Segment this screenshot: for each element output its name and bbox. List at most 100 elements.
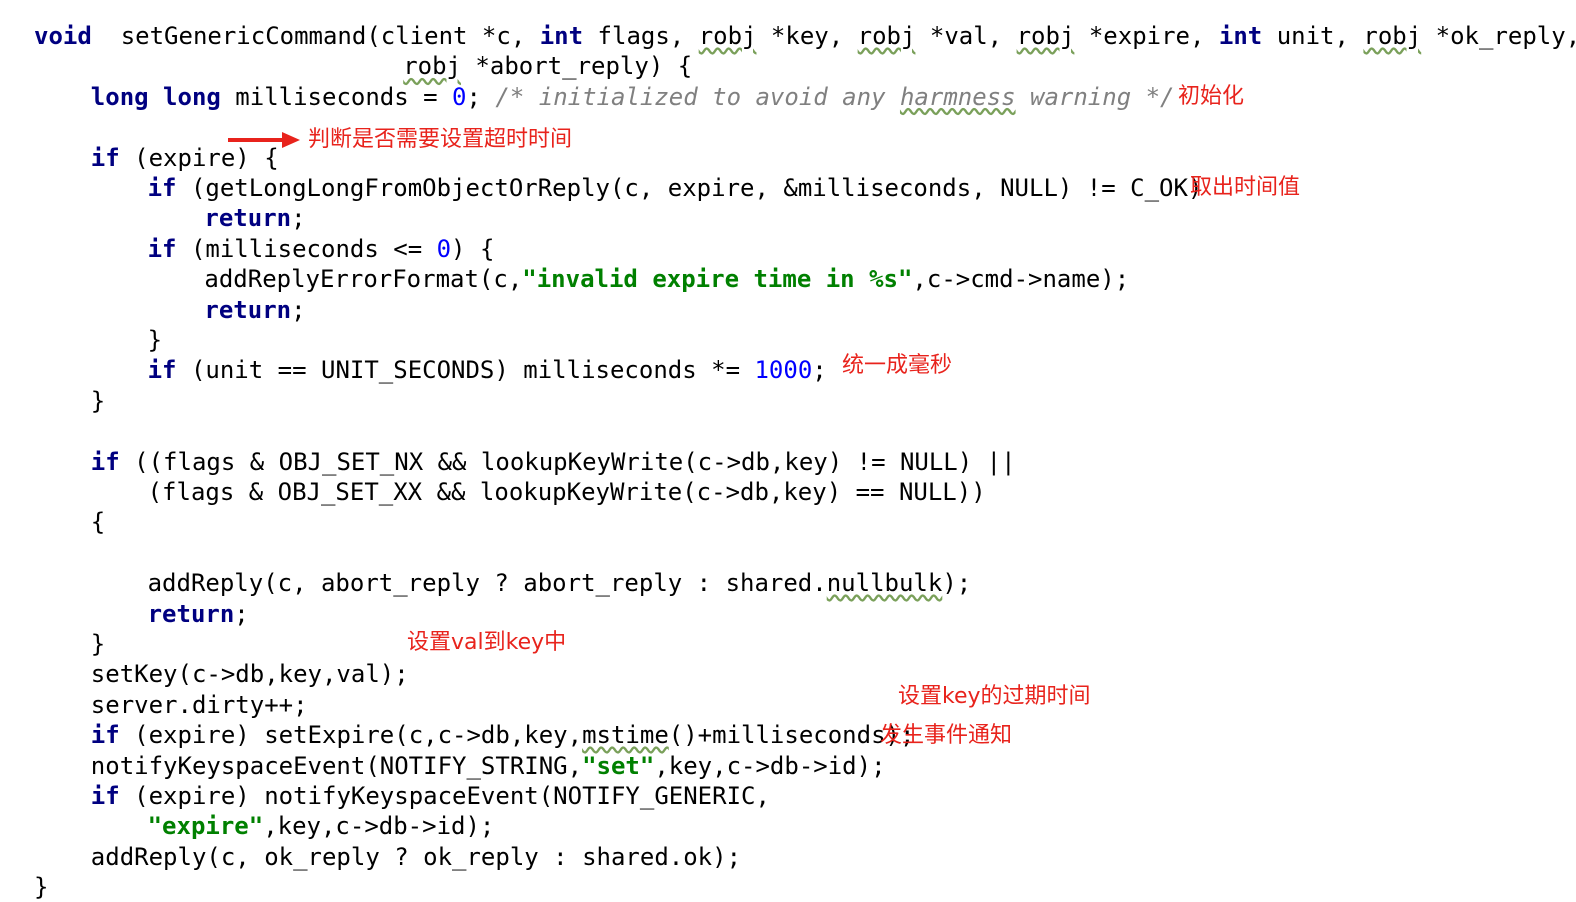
code-token: "invalid expire time in %s" [522,265,913,294]
code-line: notifyKeyspaceEvent(NOTIFY_STRING,"set",… [91,751,886,781]
code-line: if (unit == UNIT_SECONDS) milliseconds *… [148,355,827,385]
code-token: notifyKeyspaceEvent(NOTIFY_STRING, [90,751,583,780]
code-token: } [147,326,163,354]
code-token: flags, [583,22,699,50]
annotation-notify: 发生事件通知 [880,723,1013,748]
code-token: setGenericCommand(client *c, [91,22,540,50]
code-line: if ((flags & OBJ_SET_NX && lookupKeyWrit… [91,447,1016,477]
code-token: addReplyErrorFormat(c, [204,265,523,294]
code-token: } [34,873,49,902]
code-token: (expire) { [119,143,279,172]
code-token: robj [1016,22,1075,50]
code-token: ; [291,204,306,233]
code-line: } [91,629,105,659]
code-token: return [204,204,292,233]
code-token: { [90,508,106,537]
code-token: addReply(c, abort_reply ? abort_reply : … [147,569,827,598]
code-token: "set" [582,751,655,780]
code-token: server.dirty++; [90,690,308,719]
code-token: *val, [915,22,1017,50]
code-line: void setGenericCommand(client *c, int fl… [34,21,1576,51]
code-token: } [90,386,106,415]
code-token: nullbulk [826,569,943,598]
code-line: addReplyErrorFormat(c,"invalid expire ti… [204,264,1129,294]
code-token: ; [291,295,306,324]
code-token: if [90,143,120,172]
code-token: if [147,234,177,263]
code-line: if (expire) setExpire(c,c->db,key,mstime… [91,720,915,750]
code-token: ) { [451,234,495,263]
annotation-set-val: 设置val到key中 [407,630,567,655]
code-line: long long milliseconds = 0; /* initializ… [91,82,1175,112]
code-token: warning */ [1015,82,1175,111]
code-token: if [90,721,120,750]
code-token: (milliseconds <= [176,234,437,263]
code-line: addReply(c, ok_reply ? ok_reply : shared… [91,842,741,872]
code-token: } [90,630,106,658]
code-token: long long [90,82,221,111]
code-token: milliseconds = [220,82,453,111]
code-token: robj [698,22,757,50]
code-line: robj *abort_reply) { [403,51,692,81]
code-line: setKey(c->db,key,val); [91,659,409,689]
code-line: return; [204,295,305,325]
code-token: harmness [899,82,1016,111]
code-token: *ok_reply, [1421,22,1576,50]
code-token: *expire, [1074,22,1219,50]
code-line: if (expire) notifyKeyspaceEvent(NOTIFY_G… [91,781,770,811]
annotation-to-ms: 统一成毫秒 [842,353,953,378]
code-token: ,c->cmd->name); [912,265,1130,294]
code-token: 0 [452,82,467,111]
code-token: setKey(c->db,key,val); [90,660,409,689]
code-token: if [147,356,177,385]
code-token: robj [1363,22,1422,50]
code-line: server.dirty++; [91,690,308,720]
annotation-set-expire: 设置key的过期时间 [898,684,1091,709]
code-token: int [539,22,584,50]
code-token: unit, [1262,22,1364,50]
code-token: robj [403,52,461,81]
code-token: 0 [436,234,452,263]
annotation-init: 初始化 [1178,84,1245,109]
code-token: (expire) notifyKeyspaceEvent(NOTIFY_GENE… [119,782,770,810]
code-token: ((flags & OBJ_SET_NX && lookupKeyWrite(c… [119,447,1016,476]
code-token: return [147,599,235,628]
code-line: } [34,872,48,902]
code-token: if [147,174,177,202]
code-token: return [204,295,292,324]
code-token: (getLongLongFromObjectOrReply(c, expire,… [176,174,1203,202]
code-line: "expire",key,c->db->id); [148,811,495,841]
code-token: if [90,782,120,810]
code-token: addReply(c, ok_reply ? ok_reply : shared… [90,842,742,871]
code-line: { [91,507,105,537]
code-token: ); [942,569,972,598]
code-line: (flags & OBJ_SET_XX && lookupKeyWrite(c-… [148,477,986,507]
code-token: *key, [756,22,858,50]
code-token: (expire) setExpire(c,c->db,key, [119,721,583,750]
code-token: void [34,22,92,50]
code-token: /* initialized to avoid any [495,82,900,111]
code-token: mstime [582,721,669,750]
code-token: ()+milliseconds); [668,721,915,750]
code-token: *abort_reply) { [460,52,693,81]
code-line: if (expire) { [91,143,279,173]
code-token: if [90,447,120,476]
code-token: 1000 [754,356,813,385]
annotation-check-timeout: 判断是否需要设置超时时间 [308,127,573,152]
code-token: (flags & OBJ_SET_XX && lookupKeyWrite(c-… [147,478,986,506]
code-line: return; [204,203,305,233]
code-token: (unit == UNIT_SECONDS) milliseconds *= [176,356,755,385]
code-line: if (getLongLongFromObjectOrReply(c, expi… [148,173,1203,203]
code-token: ,key,c->db->id); [263,812,495,841]
code-line: if (milliseconds <= 0) { [148,234,495,264]
code-line: return; [148,599,249,629]
code-token: ; [466,82,496,111]
code-token: ,key,c->db->id); [654,751,886,780]
code-token: ; [812,356,827,385]
code-token: int [1218,22,1263,50]
code-line: } [91,386,105,416]
red-arrow-icon [228,132,300,148]
code-token: ; [234,599,249,628]
annotation-get-time: 取出时间值 [1190,175,1301,200]
